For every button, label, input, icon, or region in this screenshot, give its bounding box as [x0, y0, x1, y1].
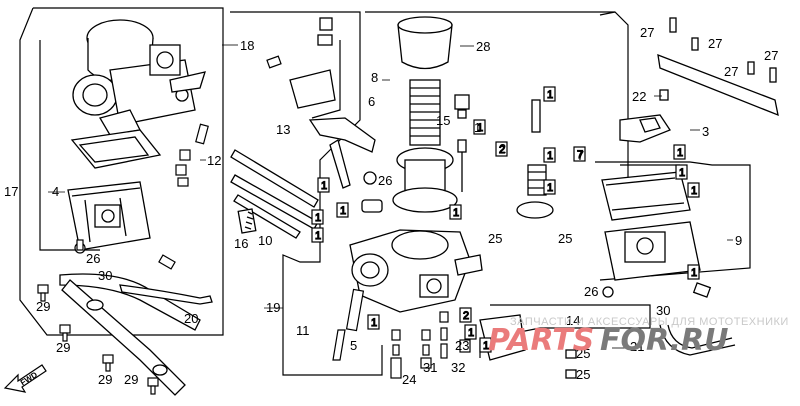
carburetor-body-center: [349, 229, 483, 313]
callout-20: 20: [184, 311, 198, 326]
jets-left: [74, 55, 282, 270]
reference-box-number: 1: [315, 230, 321, 242]
callout-21: 21: [630, 339, 644, 354]
callout-labels: 1 2 3 4 5 6 7 8 9 10 11 12 13 14 15 16 1…: [4, 25, 778, 387]
reference-box-number: 7: [577, 149, 583, 161]
reference-box-number: 1: [691, 185, 697, 197]
watermark: ЗАПЧАСТИ И АКСЕССУАРЫ ДЛЯ МОТОТЕХНИКИ PA…: [488, 316, 789, 358]
reference-box-number: 1: [679, 167, 685, 179]
callout-3: 3: [702, 124, 709, 139]
cable-rods: [230, 149, 319, 239]
callout-27a: 27: [640, 25, 654, 40]
reference-box-number: 1: [453, 207, 459, 219]
callout-5: 5: [350, 338, 357, 353]
callout-26a: 26: [86, 251, 100, 266]
callout-19: 19: [266, 300, 280, 315]
callout-7: 7: [577, 148, 584, 163]
callout-32: 32: [451, 360, 465, 375]
bracket-6: [289, 17, 383, 213]
jet-stack: [332, 288, 471, 379]
callout-2: 2: [499, 141, 506, 156]
callout-28: 28: [476, 39, 490, 54]
watermark-logo-a: PARTS: [488, 323, 594, 358]
float-bowl-right: [601, 171, 712, 298]
callout-29a: 29: [36, 299, 50, 314]
watermark-tagline: ЗАПЧАСТИ И АКСЕССУАРЫ ДЛЯ МОТОТЕХНИКИ: [510, 316, 789, 328]
screws-29: [37, 284, 159, 395]
callout-12: 12: [207, 153, 221, 168]
carburetor-assembly-left: [72, 19, 206, 136]
leader-lines: [48, 44, 733, 349]
reference-box-number: 1: [468, 327, 474, 339]
callout-25a: 25: [488, 231, 502, 246]
callout-25b: 25: [558, 231, 572, 246]
callout-29d: 29: [124, 372, 138, 387]
callout-25d: 25: [576, 367, 590, 382]
piston-group: [392, 16, 554, 219]
callout-11: 11: [296, 323, 310, 338]
callout-14: 14: [566, 313, 580, 328]
reference-box-number: 1: [371, 317, 377, 329]
reference-box-number: 1: [691, 267, 697, 279]
callout-29c: 29: [98, 372, 112, 387]
callout-16: 16: [234, 236, 248, 251]
callout-10: 10: [258, 233, 272, 248]
reference-box-number: 2: [463, 310, 469, 322]
float-bowl-left: [67, 129, 162, 251]
callout-8: 8: [371, 70, 378, 85]
callout-23: 23: [455, 338, 469, 353]
callout-22: 22: [632, 89, 646, 104]
callout-1: 1: [474, 120, 481, 135]
callout-30a: 30: [98, 268, 112, 283]
reference-box-number: 1: [321, 180, 327, 192]
callout-27b: 27: [708, 36, 722, 51]
watermark-logo-b: FOR.RU: [600, 323, 729, 358]
bracket-left: [59, 273, 213, 396]
callout-18: 18: [240, 38, 254, 53]
callout-17: 17: [4, 184, 18, 199]
callout-13: 13: [276, 122, 290, 137]
parts-right-top: [619, 17, 779, 143]
reference-box-number: 1: [547, 182, 553, 194]
callout-25c: 25: [576, 346, 590, 361]
reference-box-number: 1: [677, 147, 683, 159]
fwd-arrow-icon: FWD: [3, 364, 47, 393]
reference-box-number: 1: [547, 150, 553, 162]
callout-30b: 30: [656, 303, 670, 318]
callout-31: 31: [423, 360, 437, 375]
reference-box-number: 1: [477, 122, 483, 134]
callout-27c: 27: [724, 64, 738, 79]
callout-4: 4: [52, 184, 59, 199]
callout-26b: 26: [378, 173, 392, 188]
reference-box-number: 2: [499, 144, 505, 156]
reference-box-number: 1: [547, 89, 553, 101]
callout-24: 24: [402, 372, 416, 387]
callout-15: 15: [436, 113, 450, 128]
reference-box-number: 1: [483, 340, 489, 352]
callout-9: 9: [735, 233, 742, 248]
frame-lines: [19, 7, 751, 376]
callout-29b: 29: [56, 340, 70, 355]
reference-box-number: 1: [315, 212, 321, 224]
reference-box-number: 1: [340, 205, 346, 217]
callout-26c: 26: [584, 284, 598, 299]
callout-6: 6: [368, 94, 375, 109]
callout-27d: 27: [764, 48, 778, 63]
